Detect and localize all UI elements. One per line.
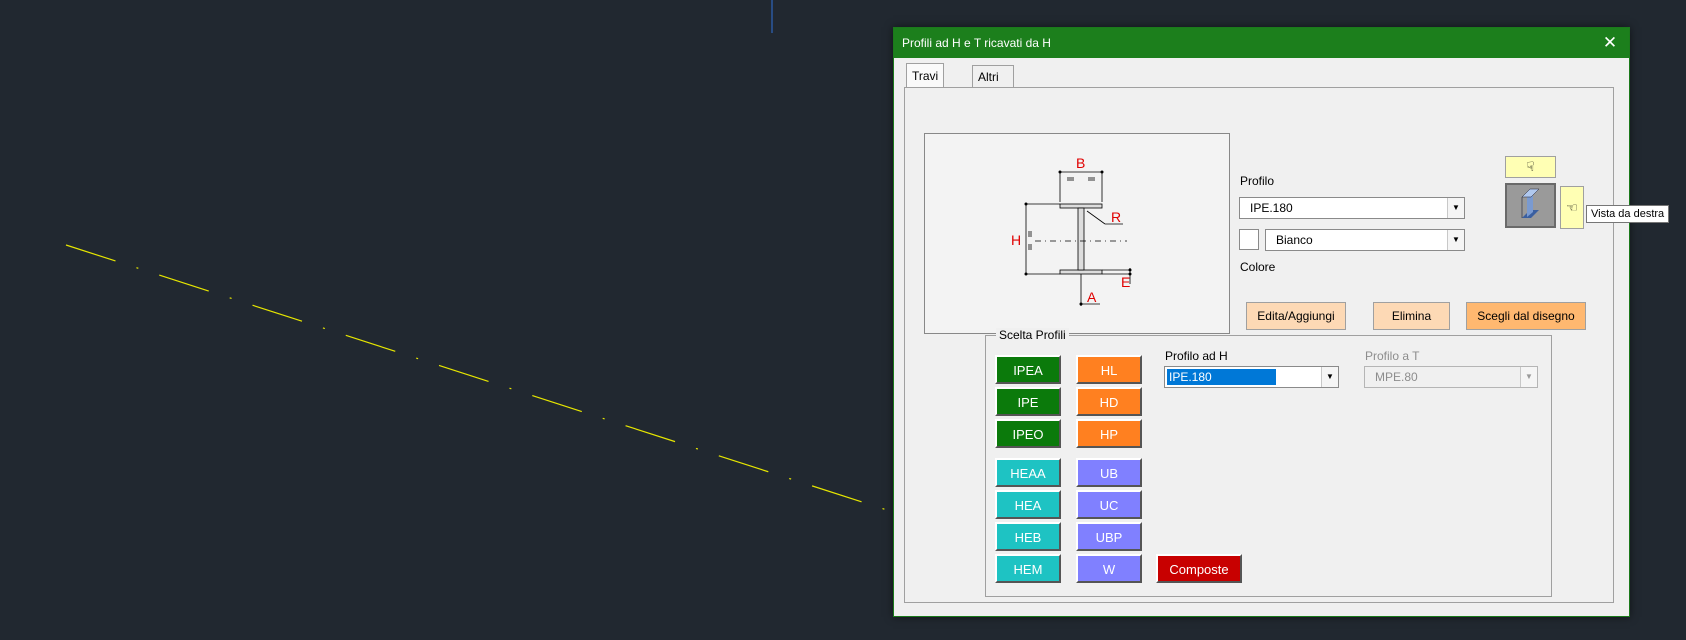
profilo-label: Profilo [1240,174,1275,188]
profile-button-hp[interactable]: HP [1076,419,1142,448]
scelta-profili-title: Scelta Profili [996,328,1069,342]
drawing-label-h: H [1011,232,1021,248]
tab-page-travi-ad-h: B H R A E Profilo IPE.180 ▼ Bianco ▼ Col… [904,87,1614,603]
profilo-combo[interactable]: IPE.180 ▼ [1239,197,1465,219]
chevron-down-icon[interactable]: ▼ [1447,230,1464,250]
profilo-value: IPE.180 [1250,201,1293,215]
tooltip-vista-da-destra: Vista da destra [1586,205,1670,223]
composte-button[interactable]: Composte [1156,554,1242,583]
edita-aggiungi-button[interactable]: Edita/Aggiungi [1246,302,1346,330]
profile-drawing-preview: B H R A E [924,133,1230,334]
profile-button-hd[interactable]: HD [1076,387,1142,416]
chevron-down-icon[interactable]: ▼ [1321,367,1338,387]
profile-button-ipe[interactable]: IPE [995,387,1061,416]
profile-button-heb[interactable]: HEB [995,522,1061,551]
drawing-label-r: R [1111,209,1121,225]
view-top-button[interactable]: ☟ [1505,156,1556,178]
h-profile-drawing: B H R A E [1011,155,1132,306]
profile-button-ipea[interactable]: IPEA [995,355,1061,384]
profile-button-uc[interactable]: UC [1076,490,1142,519]
profile-button-ub[interactable]: UB [1076,458,1142,487]
chevron-down-icon: ▼ [1520,367,1537,387]
scelta-profili-group: Scelta Profili IPEA IPE IPEO HL HD HP HE… [985,328,1552,597]
colore-combo[interactable]: Bianco ▼ [1265,229,1465,251]
profilo-ad-h-combo[interactable]: IPE.180 ▼ [1164,366,1339,388]
chevron-down-icon[interactable]: ▼ [1447,198,1464,218]
profile-button-heaa[interactable]: HEAA [995,458,1061,487]
profilo-a-t-combo: MPE.80 ▼ [1364,366,1538,388]
profile-button-w[interactable]: W [1076,554,1142,583]
dialog-title: Profili ad H e T ricavati da H [902,36,1051,50]
close-button[interactable]: ✕ [1597,30,1623,56]
drawing-label-b: B [1076,155,1085,171]
view-right-button[interactable]: ☜ [1560,186,1584,229]
close-icon: ✕ [1602,33,1618,52]
colore-label: Colore [1240,260,1276,274]
dialog-title-bar: Profili ad H e T ricavati da H [894,28,1629,58]
tab-altri-profili[interactable]: Altri Profili [972,65,1015,106]
profiles-dialog: Profili ad H e T ricavati da H ✕ Travi a… [893,27,1630,617]
profile-button-hl[interactable]: HL [1076,355,1142,384]
profile-button-hem[interactable]: HEM [995,554,1061,583]
profile-button-hea[interactable]: HEA [995,490,1061,519]
colore-value: Bianco [1276,233,1313,247]
drawing-label-e: E [1121,274,1130,290]
hand-pointer-icon: ☜ [1566,200,1578,215]
profile-button-ipeo[interactable]: IPEO [995,419,1061,448]
cad-centerline [65,244,894,513]
profilo-a-t-value: MPE.80 [1375,370,1418,384]
view-3d-button[interactable] [1505,183,1556,228]
scegli-dal-disegno-button[interactable]: Scegli dal disegno [1466,302,1586,330]
profilo-ad-h-value: IPE.180 [1167,369,1276,385]
profile-button-ubp[interactable]: UBP [1076,522,1142,551]
color-swatch[interactable] [1239,229,1259,250]
elimina-button[interactable]: Elimina [1373,302,1450,330]
tab-travi-ad-h[interactable]: Travi ad H [906,63,945,107]
hand-pointer-icon: ☟ [1526,159,1535,174]
profilo-ad-h-label: Profilo ad H [1165,349,1228,363]
drawing-label-a: A [1087,289,1097,305]
h-beam-3d-icon [1521,188,1540,218]
profilo-a-t-label: Profilo a T [1365,349,1420,363]
